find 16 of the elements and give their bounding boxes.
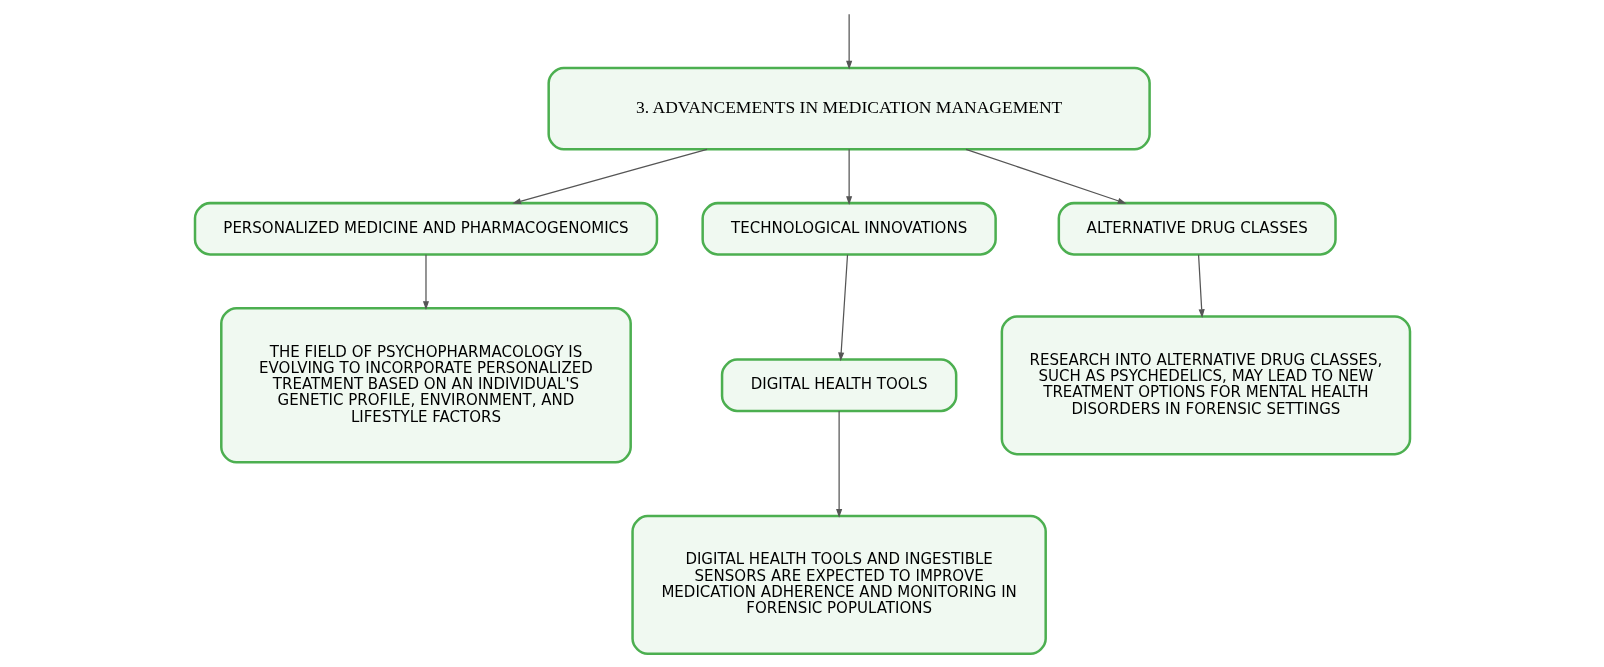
arrow <box>845 13 852 70</box>
node-box: DIGITAL HEALTH TOOLS AND INGESTIBLE SENSORS ARE EXPECTED TO IMPROVE MEDICATION ADHERENCE AND MONITORING IN FORENSIC POPULATIONS <box>630 514 1047 656</box>
node-box: RESEARCH INTO ALTERNATIVE DRUG CLASSES, SUCH AS PSYCHEDELICS, MAY LEAD TO NEW TREATMENT OPTIONS FOR MENTAL HEALTH DISORDERS IN FORENSIC SETTINGS <box>1000 315 1411 456</box>
arrow <box>1197 254 1205 319</box>
arrow <box>837 254 848 362</box>
node-box: THE FIELD OF PSYCHOPHARMACOLOGY IS EVOLVING TO INCORPORATE PERSONALIZED TREATMENT BASED ON AN INDIVIDUAL'S GENETIC PROFILE, ENVIRONMENT, AND LIFESTYLE FACTORS <box>219 307 632 464</box>
arrow <box>511 148 708 205</box>
node-box: TECHNOLOGICAL INNOVATIONS <box>700 201 997 256</box>
node-box: DIGITAL HEALTH TOOLS <box>720 358 957 413</box>
node-box: 3. ADVANCEMENTS IN MEDICATION MANAGEMENT <box>546 66 1151 151</box>
arrow <box>835 410 842 518</box>
arrow <box>845 148 852 205</box>
node-box: ALTERNATIVE DRUG CLASSES <box>1057 201 1337 256</box>
arrow <box>422 254 429 310</box>
arrow <box>964 148 1127 204</box>
node-box: PERSONALIZED MEDICINE AND PHARMACOGENOMICS <box>193 201 658 256</box>
